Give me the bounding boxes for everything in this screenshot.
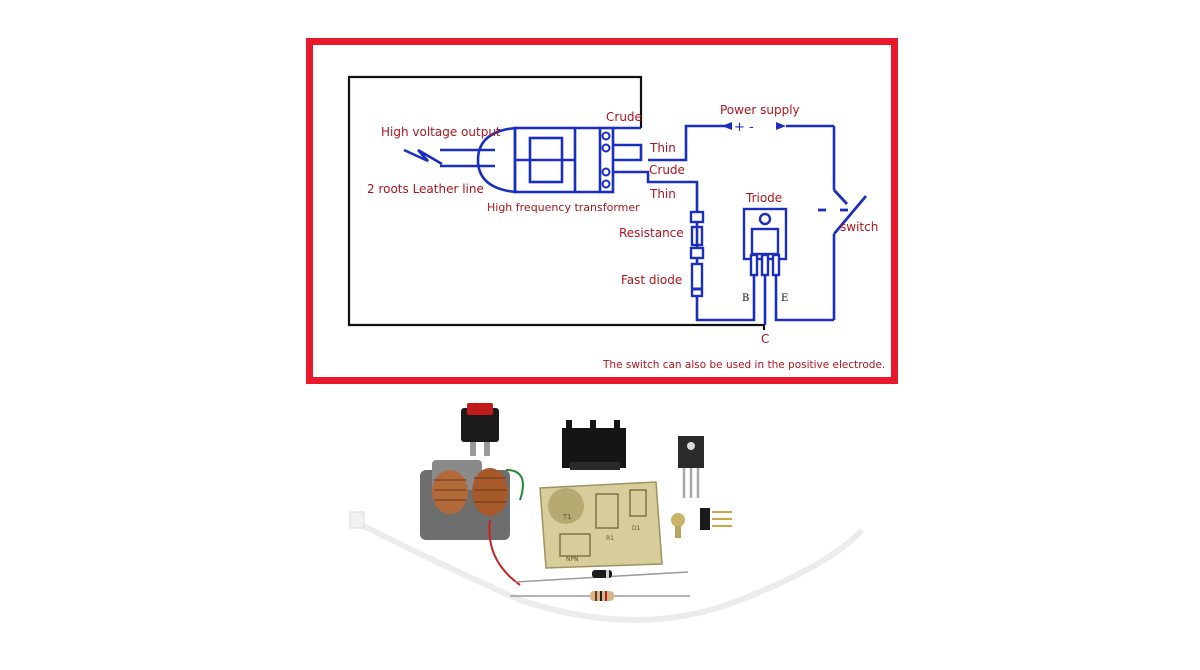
hv-output-lines [403, 148, 495, 168]
arrow-left-icon [722, 122, 732, 130]
blue-wires [613, 124, 836, 325]
pcb-board: T1 NPN R1 D1 [539, 481, 663, 569]
circuit-diagram: + - [347, 75, 885, 371]
arrow-right-icon [776, 122, 786, 130]
resistor-part [510, 591, 690, 601]
leather-line-label: 2 roots Leather line [367, 182, 484, 196]
pin-header [700, 508, 732, 530]
circuit-diagram-frame [306, 38, 898, 384]
triode-symbol [742, 207, 788, 277]
power-supply-arrows [722, 122, 786, 130]
cable-tie [349, 511, 865, 623]
polarity-label: + - [734, 120, 754, 135]
diode-symbol [690, 262, 704, 305]
diode-part [514, 570, 689, 583]
transformer-symbol [476, 126, 615, 194]
pcb-d1-label: D1 [632, 525, 641, 532]
resistor-symbol [689, 210, 705, 268]
pcb-npn-label: NPN [566, 556, 579, 563]
screw [671, 513, 685, 538]
transistor-part [678, 436, 704, 498]
kit-components-photo: T1 NPN R1 D1 [349, 403, 865, 623]
rocker-switch [461, 403, 499, 456]
hv-output-label: High voltage output [381, 125, 501, 139]
power-supply-label: Power supply [720, 103, 800, 117]
pin-c-label: C [761, 332, 769, 346]
switch-symbol [818, 189, 868, 235]
fast-diode-label: Fast diode [621, 273, 682, 287]
triode-label: Triode [745, 191, 782, 205]
hf-transformer-label: High frequency transformer [487, 201, 640, 214]
note-text: The switch can also be used in the posit… [602, 359, 885, 371]
crude-top-label: Crude [606, 110, 642, 124]
hf-transformer-part [420, 460, 524, 586]
transformer-terminals [601, 131, 611, 189]
thin-top-label: Thin [649, 141, 676, 155]
pcb-r1-label: R1 [606, 535, 614, 542]
pin-e-label: E [781, 293, 788, 304]
resistance-label: Resistance [619, 226, 684, 240]
pcb-t1-label: T1 [562, 513, 572, 521]
switch-label: switch [840, 220, 878, 234]
thin-bottom-label: Thin [649, 187, 676, 201]
black-wires [347, 75, 766, 330]
crude-mid-label: Crude [649, 163, 685, 177]
pin-b-label: B [742, 293, 749, 304]
heatsink [562, 420, 626, 470]
